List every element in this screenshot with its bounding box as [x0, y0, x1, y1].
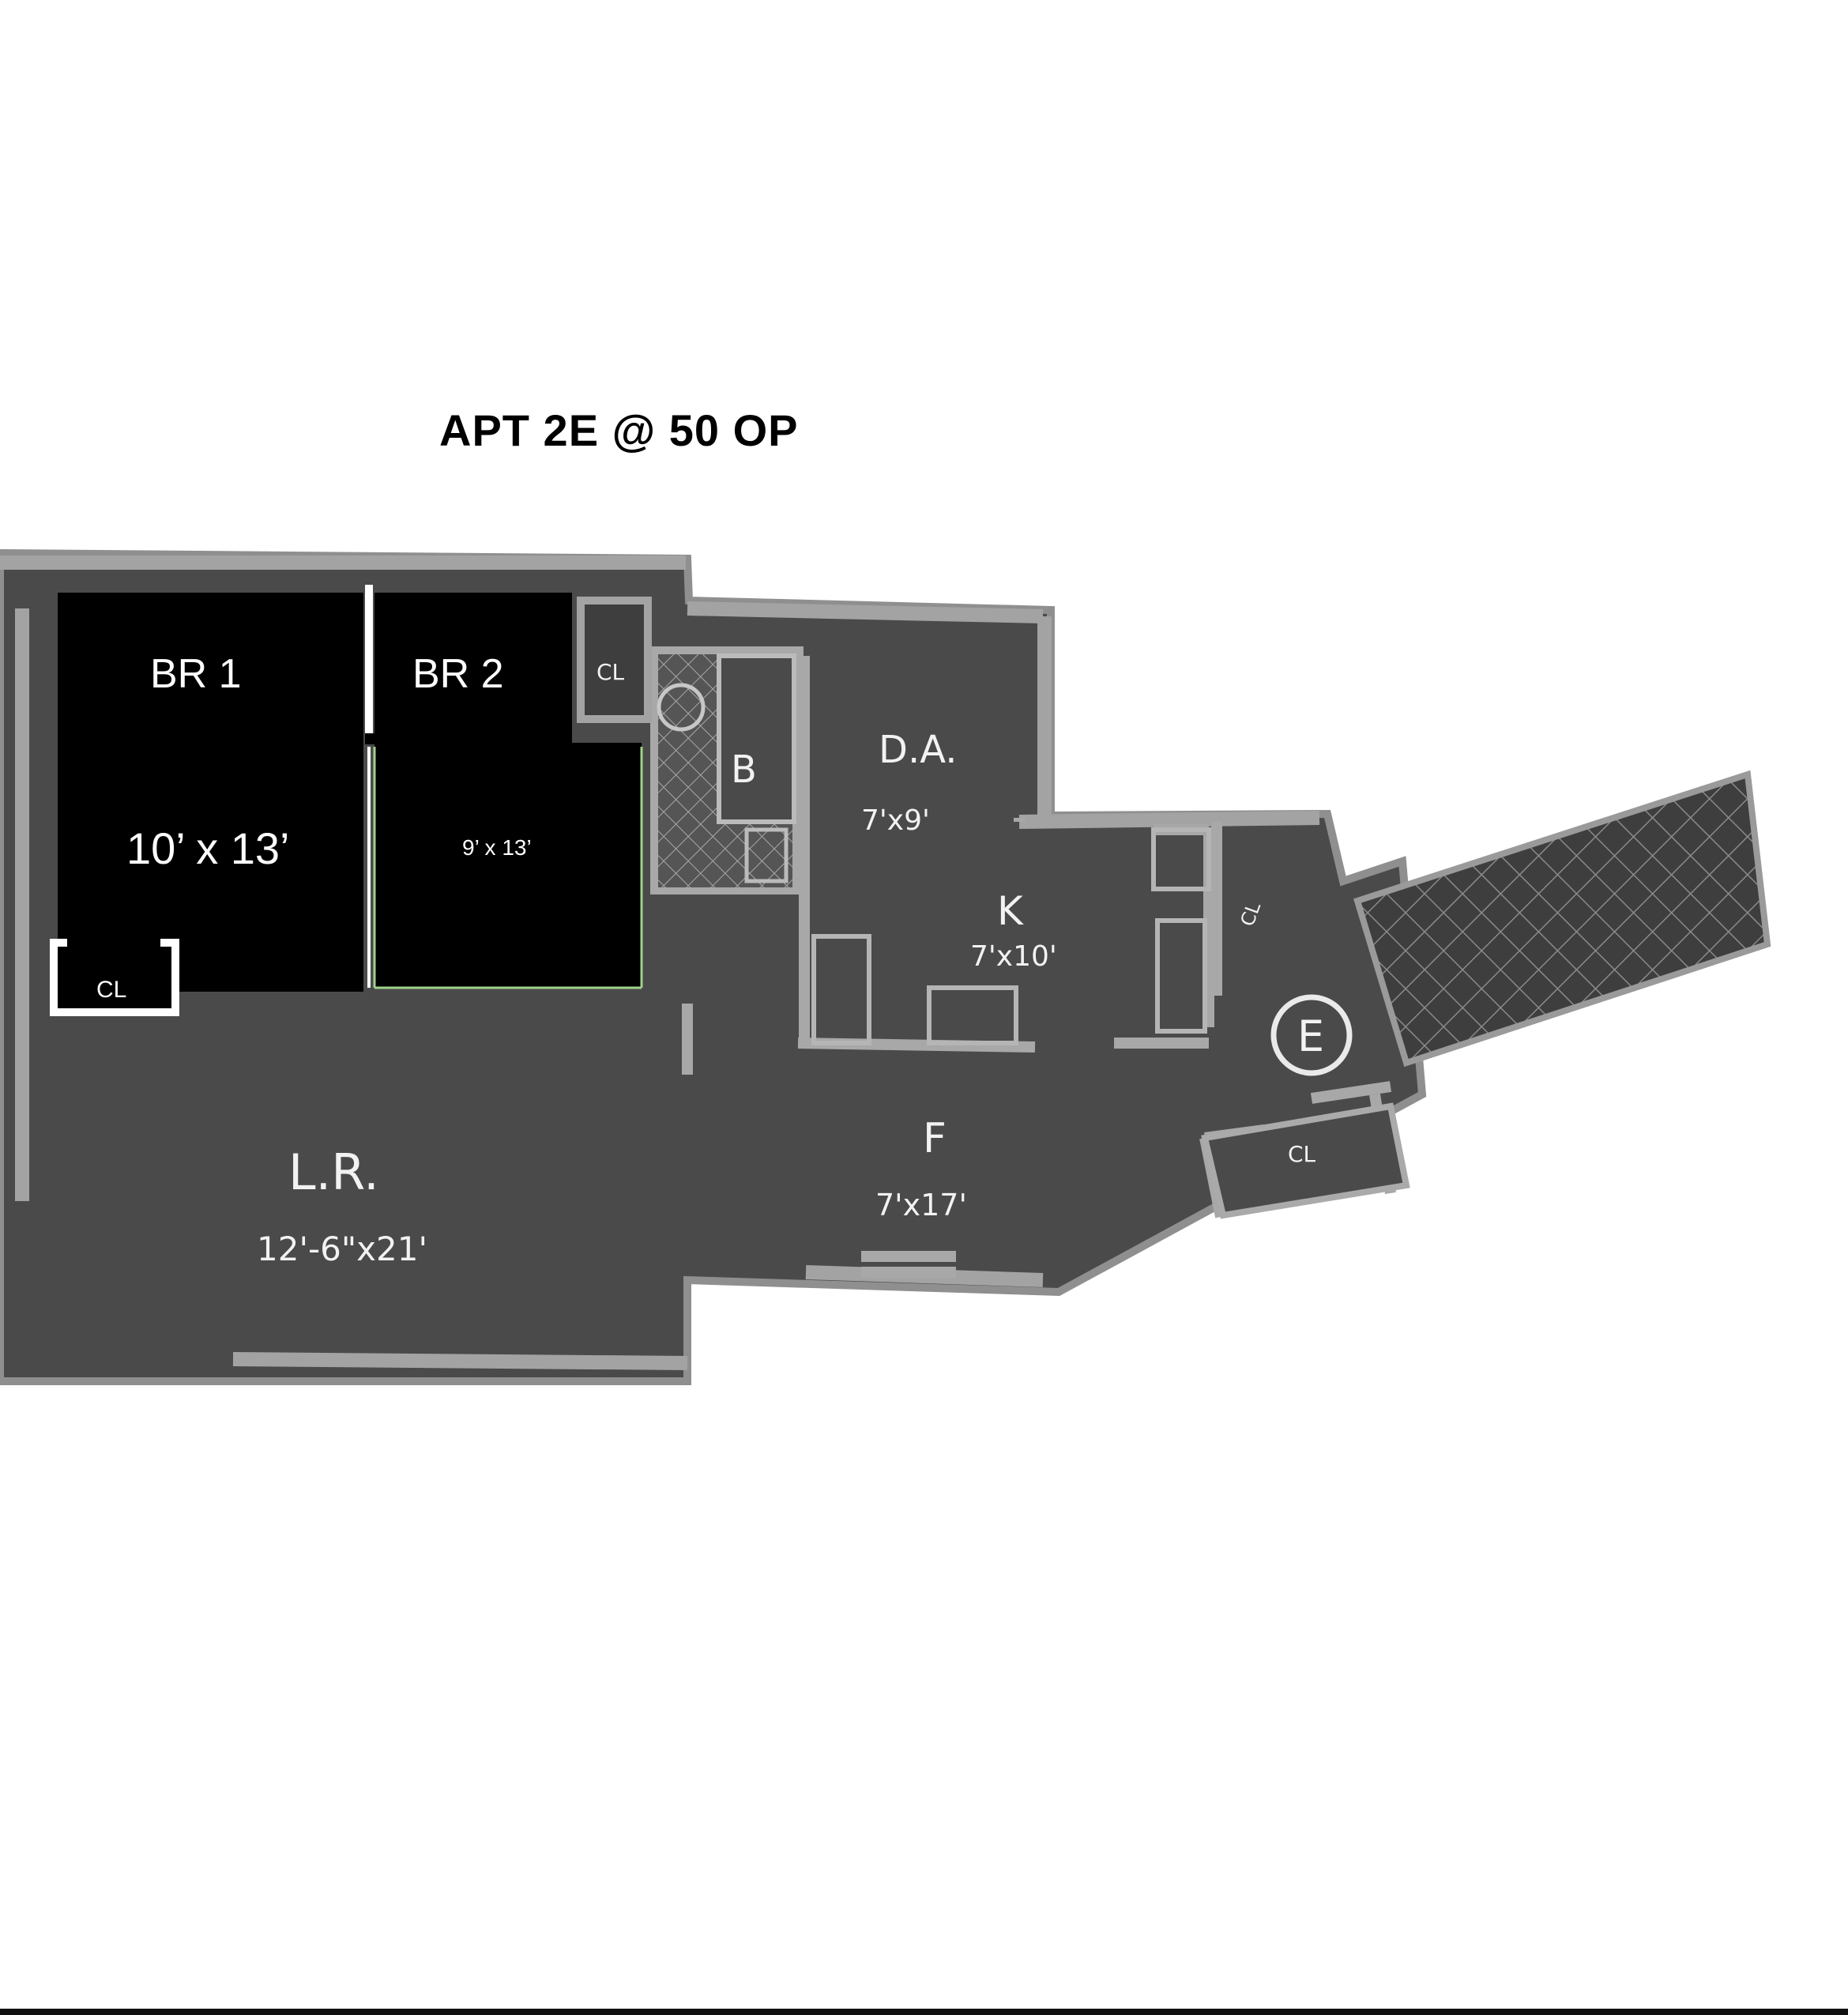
bottom-rule	[0, 2009, 1848, 2015]
kitchen-name: K	[997, 888, 1024, 934]
kitchen-cabinet	[811, 934, 871, 1045]
divider-notch	[365, 733, 376, 744]
kitchen-appliance	[1151, 827, 1211, 891]
bath-inner	[717, 653, 796, 824]
living-size: 12'-6"x21'	[257, 1230, 427, 1268]
foyer-size: 7'x17'	[875, 1188, 967, 1222]
br1-size: 10’ x 13’	[126, 823, 290, 873]
entry-circle	[1270, 994, 1353, 1076]
bedroom-1-overlay	[58, 593, 363, 992]
page-title: APT 2E @ 50 OP	[439, 405, 799, 455]
kitchen-size: 7'x10'	[970, 940, 1057, 973]
closet-foyer-label: CL	[1288, 1141, 1316, 1167]
closet-br2-box	[577, 597, 652, 723]
kitchen-counter	[927, 985, 1018, 1045]
foyer-name: F	[923, 1115, 947, 1162]
closet-br1-gap	[67, 939, 160, 953]
exterior-walls	[0, 556, 1320, 1370]
terrace	[1353, 770, 1771, 1068]
dining-name: D.A.	[879, 728, 957, 772]
br1-closet-label: CL	[96, 977, 126, 1003]
bedroom-2-overlay	[374, 593, 642, 988]
living-name: L.R.	[288, 1143, 379, 1201]
entry-label: E	[1297, 1011, 1324, 1061]
br2-size: 9’ x 13’	[462, 835, 532, 860]
dining-size: 7'x9'	[861, 804, 930, 837]
bath-label: B	[731, 748, 757, 792]
br1-name: BR 1	[150, 651, 242, 697]
closet-br2-label: CL	[597, 659, 625, 685]
closet-foyer-box	[1201, 1102, 1410, 1219]
br2-name: BR 2	[412, 651, 504, 697]
toilet-fixture	[744, 827, 789, 883]
kitchen-sink	[1155, 918, 1207, 1034]
sink-fixture	[657, 683, 706, 732]
